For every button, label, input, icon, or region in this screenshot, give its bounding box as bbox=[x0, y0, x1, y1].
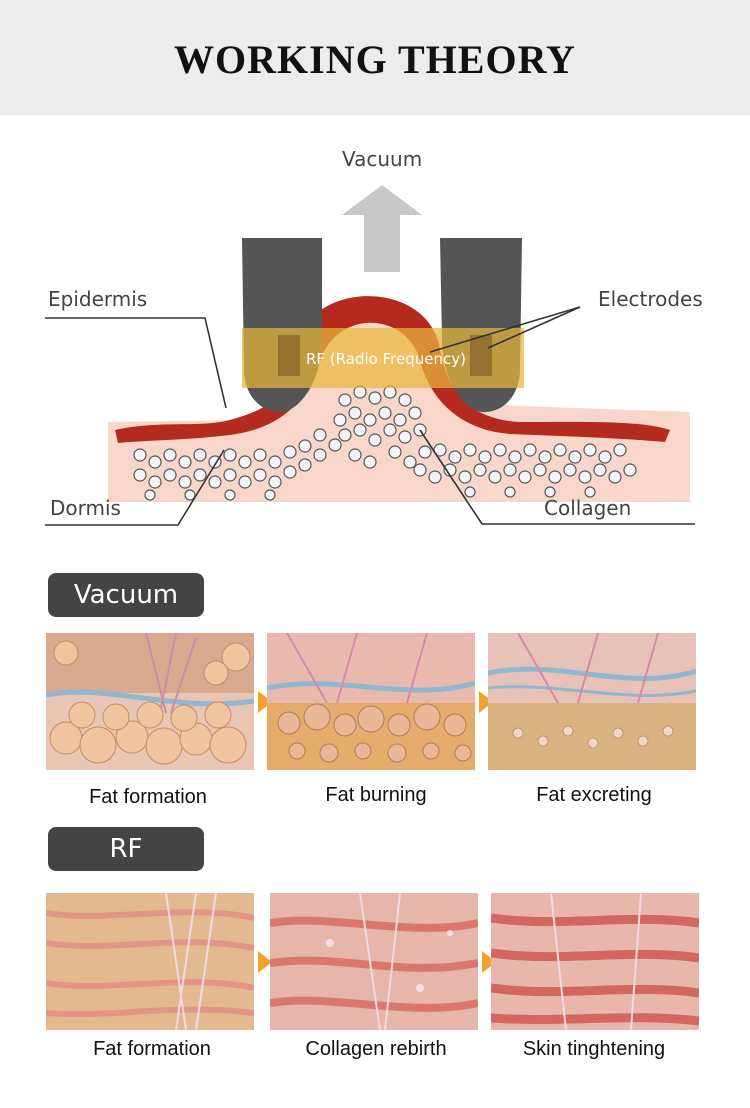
rf-step-1-image bbox=[46, 893, 254, 1030]
vacuum-arrow bbox=[342, 185, 422, 272]
electrodes-label: Electrodes bbox=[598, 287, 703, 311]
epidermis-label: Epidermis bbox=[48, 287, 147, 311]
page-title: WORKING THEORY bbox=[0, 36, 750, 83]
left-electrode-marker bbox=[278, 335, 300, 376]
vacuum-step-2-caption: Fat burning bbox=[266, 784, 486, 807]
collagen-label: Collagen bbox=[544, 496, 631, 520]
rf-step-3-image bbox=[491, 893, 699, 1030]
rf-step-1-caption: Fat formation bbox=[42, 1038, 262, 1061]
rf-step-2-caption: Collagen rebirth bbox=[266, 1038, 486, 1061]
vacuum-step-3-caption: Fat excreting bbox=[484, 784, 704, 807]
dormis-label: Dormis bbox=[50, 496, 121, 520]
skin-cross-section-illustration bbox=[0, 130, 750, 540]
working-theory-diagram: Vacuum Epidermis Electrodes RF (Radio Fr… bbox=[0, 130, 750, 540]
vacuum-step-2-image bbox=[267, 633, 475, 770]
vacuum-label: Vacuum bbox=[342, 147, 422, 171]
vacuum-step-1-image bbox=[46, 633, 254, 770]
section-title-vacuum: Vacuum bbox=[48, 573, 204, 617]
right-electrode-marker bbox=[470, 335, 492, 376]
rf-label: RF (Radio Frequency) bbox=[306, 350, 466, 368]
section-title-rf: RF bbox=[48, 827, 204, 871]
vacuum-step-1-caption: Fat formation bbox=[38, 786, 258, 809]
rf-step-3-caption: Skin tinghtening bbox=[484, 1038, 704, 1061]
vacuum-step-3-image bbox=[488, 633, 696, 770]
rf-step-2-image bbox=[270, 893, 478, 1030]
